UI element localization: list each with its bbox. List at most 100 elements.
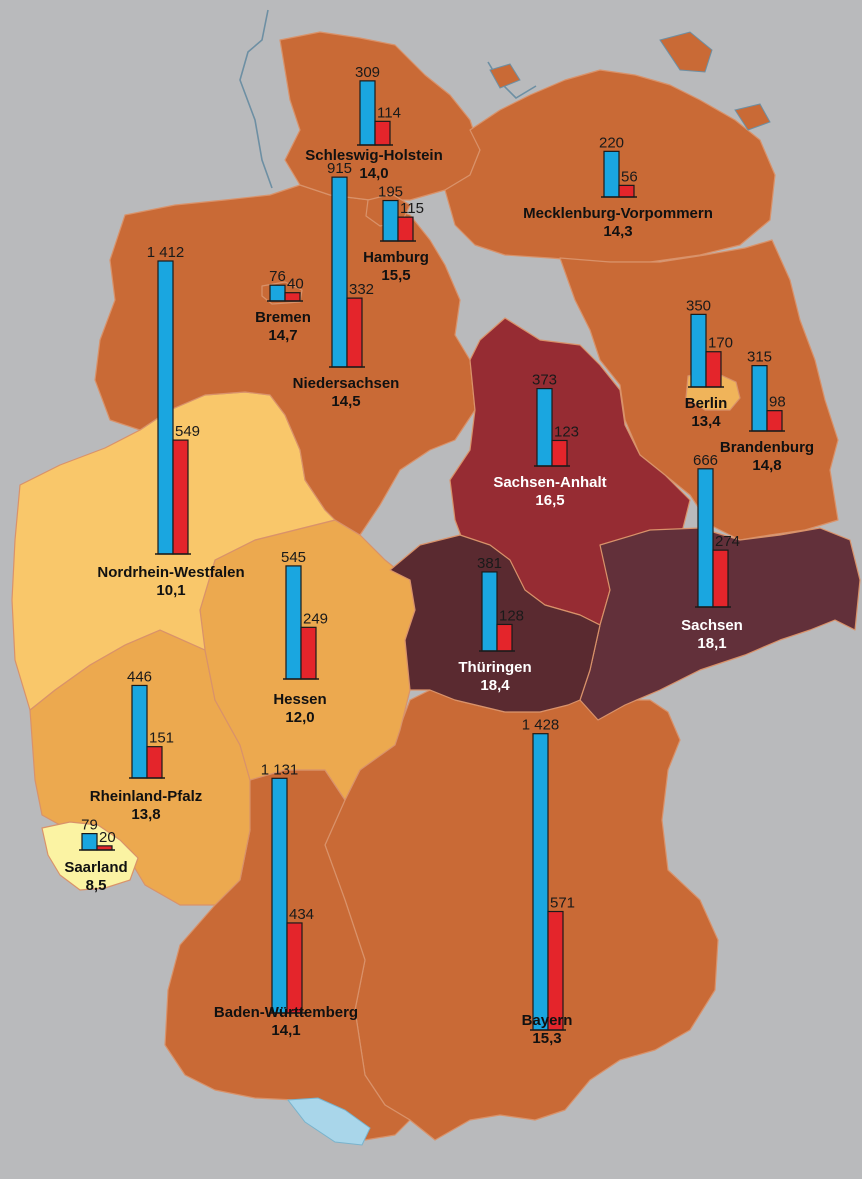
- state-value-he: 12,0: [285, 709, 314, 726]
- bar-a-label-rp: 446: [127, 668, 152, 685]
- bar-a-sl: [81, 833, 98, 851]
- state-name-th: Thüringen: [458, 659, 531, 676]
- bar-b-label-bb: 98: [769, 394, 786, 411]
- bar-a-ni: [331, 176, 348, 368]
- bar-a-be: [690, 313, 707, 388]
- bar-group-sn: 666 274: [693, 452, 740, 608]
- bar-b-label-hh: 115: [400, 200, 424, 217]
- bar-a-label-sl: 79: [81, 817, 98, 834]
- bar-b-label-st: 123: [554, 423, 579, 440]
- state-value-bw: 14,1: [271, 1022, 300, 1039]
- bar-a-label-ni: 915: [327, 160, 352, 177]
- state-name-hb: Bremen: [255, 309, 311, 326]
- state-name-he: Hessen: [273, 691, 326, 708]
- bar-b-label-sn: 274: [715, 533, 740, 550]
- bar-b-label-mv: 56: [621, 168, 638, 185]
- state-value-st: 16,5: [535, 492, 564, 509]
- bar-b-hb: [284, 292, 301, 302]
- bar-b-be: [705, 351, 722, 388]
- state-name-sl: Saarland: [64, 859, 127, 876]
- bar-a-label-hh: 195: [378, 184, 403, 201]
- bar-group-he: 545 249: [281, 549, 328, 680]
- state-value-nw: 10,1: [156, 582, 185, 599]
- bar-b-label-th: 128: [499, 607, 524, 624]
- state-name-ni: Niedersachsen: [293, 375, 400, 392]
- state-value-ni: 14,5: [331, 393, 360, 410]
- state-value-mv: 14,3: [603, 223, 632, 240]
- bar-group-th: 381 128: [477, 555, 524, 652]
- state-name-nw: Nordrhein-Westfalen: [97, 564, 244, 581]
- bar-group-st: 373 123: [532, 372, 579, 467]
- state-name-hh: Hamburg: [363, 249, 429, 266]
- state-value-sl: 8,5: [86, 877, 107, 894]
- state-name-sh: Schleswig-Holstein: [305, 147, 443, 164]
- bar-a-label-st: 373: [532, 372, 557, 389]
- bar-b-nw: [172, 439, 189, 555]
- state-name-rp: Rheinland-Pfalz: [90, 788, 203, 805]
- state-name-sn: Sachsen: [681, 617, 743, 634]
- state-value-sh: 14,0: [359, 165, 388, 182]
- state-name-st: Sachsen-Anhalt: [493, 474, 606, 491]
- bar-a-label-mv: 220: [599, 134, 624, 151]
- bar-b-ni: [346, 297, 363, 368]
- state-value-by: 15,3: [532, 1030, 561, 1047]
- coastline: [239, 9, 771, 189]
- bar-a-bw: [271, 777, 288, 1014]
- bar-b-he: [300, 626, 317, 680]
- bar-a-label-bw: 1 131: [261, 761, 299, 778]
- lake-bodensee: [287, 1097, 371, 1146]
- region-saarland: [41, 821, 139, 891]
- bar-b-bb: [766, 410, 783, 432]
- bar-b-label-he: 249: [303, 610, 328, 627]
- bar-a-sn: [697, 468, 714, 608]
- state-value-th: 18,4: [480, 677, 510, 694]
- bar-a-label-hb: 76: [269, 268, 286, 285]
- bar-a-nw: [157, 260, 174, 555]
- bar-a-label-sn: 666: [693, 452, 718, 469]
- bar-a-th: [481, 571, 498, 652]
- state-value-hb: 14,7: [268, 327, 297, 344]
- bar-a-hh: [382, 199, 399, 242]
- bar-a-label-nw: 1 412: [147, 244, 185, 261]
- state-name-bb: Brandenburg: [720, 439, 814, 456]
- state-value-be: 13,4: [691, 413, 721, 430]
- bar-a-bb: [751, 365, 768, 432]
- bar-a-label-be: 350: [686, 297, 711, 314]
- bar-a-label-th: 381: [477, 555, 502, 572]
- bar-a-sh: [359, 80, 376, 146]
- state-name-by: Bayern: [522, 1012, 573, 1029]
- bar-b-mv: [618, 184, 635, 198]
- state-value-bb: 14,8: [752, 457, 781, 474]
- bar-b-st: [551, 439, 568, 467]
- bar-b-label-sl: 20: [99, 829, 116, 846]
- bar-b-label-hb: 40: [287, 276, 304, 293]
- bar-b-label-by: 571: [550, 895, 575, 912]
- bar-a-he: [285, 565, 302, 680]
- bar-b-label-sh: 114: [377, 104, 401, 121]
- bar-b-th: [496, 623, 513, 652]
- bar-a-by: [532, 733, 549, 1031]
- bar-a-label-he: 545: [281, 549, 306, 566]
- bar-b-sn: [712, 549, 729, 608]
